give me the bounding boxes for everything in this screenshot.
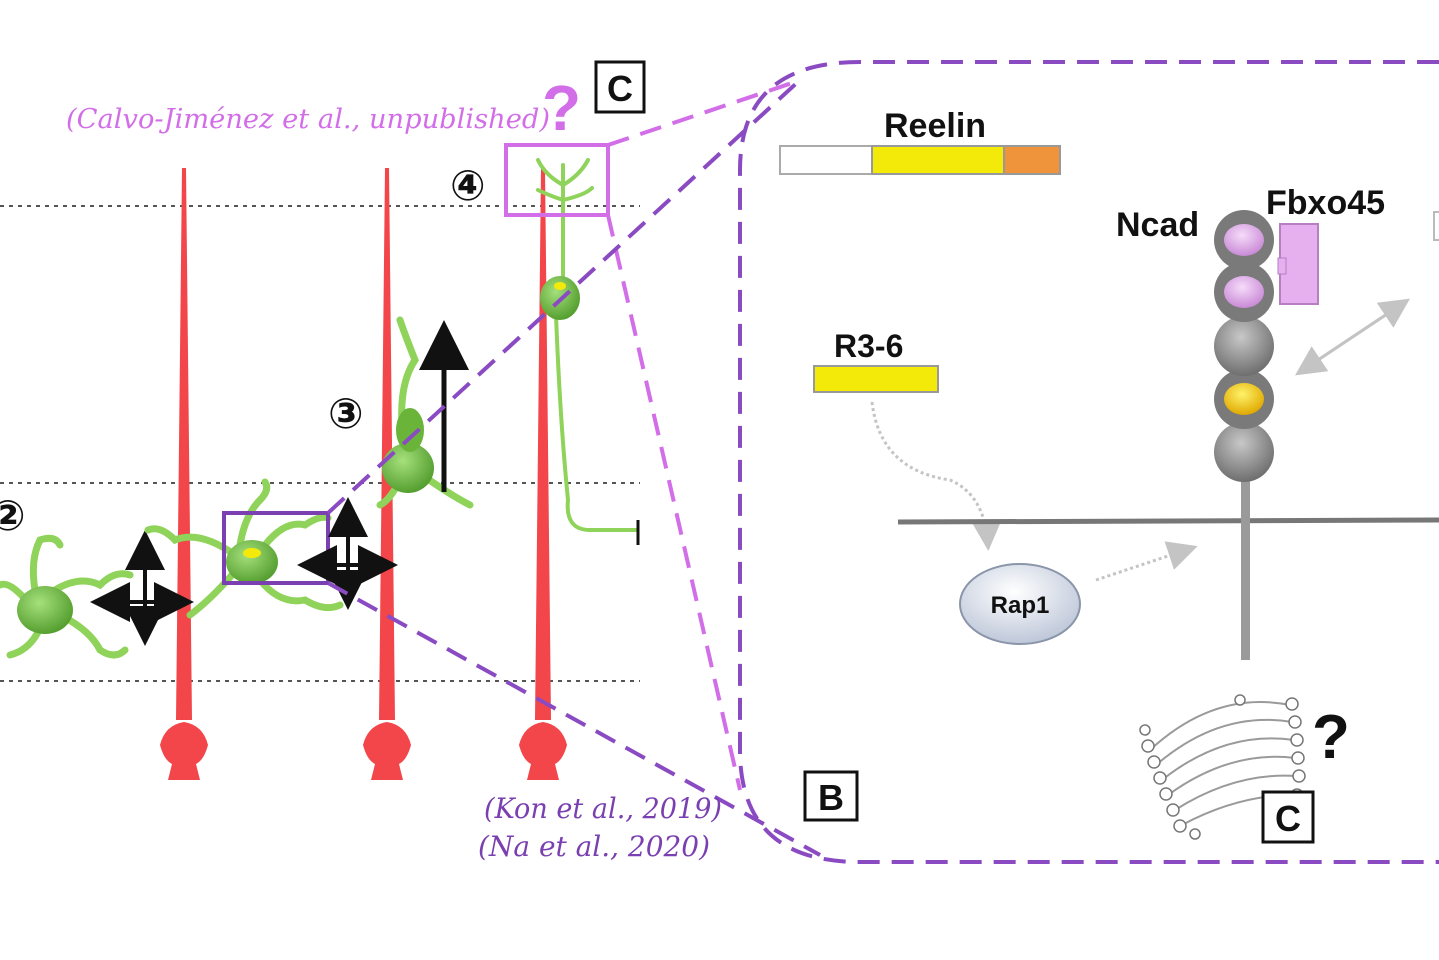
step-2-label: ② <box>0 491 26 540</box>
question-mark-top: ? <box>542 72 581 144</box>
highlight-box-c <box>504 143 610 217</box>
golgi-icon <box>1139 694 1306 840</box>
question-mark-golgi: ? <box>1312 703 1350 772</box>
fbxo45-protein <box>1277 223 1319 305</box>
svg-text:C: C <box>607 68 633 109</box>
step-4-label: ④ <box>450 161 486 210</box>
svg-text:C: C <box>1275 798 1301 839</box>
svg-text:B: B <box>818 777 844 818</box>
ncad-label: Ncad <box>1116 206 1199 244</box>
svg-text:Rap1: Rap1 <box>991 592 1050 619</box>
box-c-top: C <box>594 60 646 114</box>
four-way-arrow-icon <box>90 530 194 646</box>
terminal-neuron <box>536 158 640 545</box>
radial-glia-fiber <box>519 168 567 780</box>
double-headed-arrow-icon <box>1295 298 1410 376</box>
reelin-label: Reelin <box>884 107 986 145</box>
box-b: B <box>803 770 859 822</box>
reelin-protein <box>779 145 1061 175</box>
citation-calvo: (Calvo-Jiménez et al., unpublished) <box>66 104 550 135</box>
rap1-protein: Rap1 <box>959 563 1081 645</box>
step-3-label: ③ <box>328 389 364 438</box>
citation-na: (Na et al., 2020) <box>478 830 710 863</box>
multipolar-neuron-boxed <box>144 478 344 619</box>
cell-membrane <box>897 517 1439 525</box>
edge-partial-box <box>1433 211 1439 241</box>
fbxo45-label: Fbxo45 <box>1266 184 1385 222</box>
rap1-to-ncad-arrow <box>1095 541 1198 582</box>
layer-boundaries <box>0 205 640 682</box>
zoom-panel <box>738 60 1439 864</box>
box-c-golgi: C <box>1261 790 1315 844</box>
r36-fragment <box>813 365 939 393</box>
ncadherin-protein <box>1214 210 1274 660</box>
r36-to-rap1-arrow <box>870 401 1002 551</box>
bipolar-neuron <box>376 316 474 509</box>
multipolar-neuron <box>0 534 134 659</box>
four-way-arrow-icon <box>297 497 398 610</box>
r36-label: R3-6 <box>834 328 903 364</box>
citation-kon: (Kon et al., 2019) <box>484 792 722 825</box>
radial-glia-fiber <box>160 168 208 780</box>
zoom-lines <box>326 78 821 857</box>
radial-glia <box>160 168 567 780</box>
